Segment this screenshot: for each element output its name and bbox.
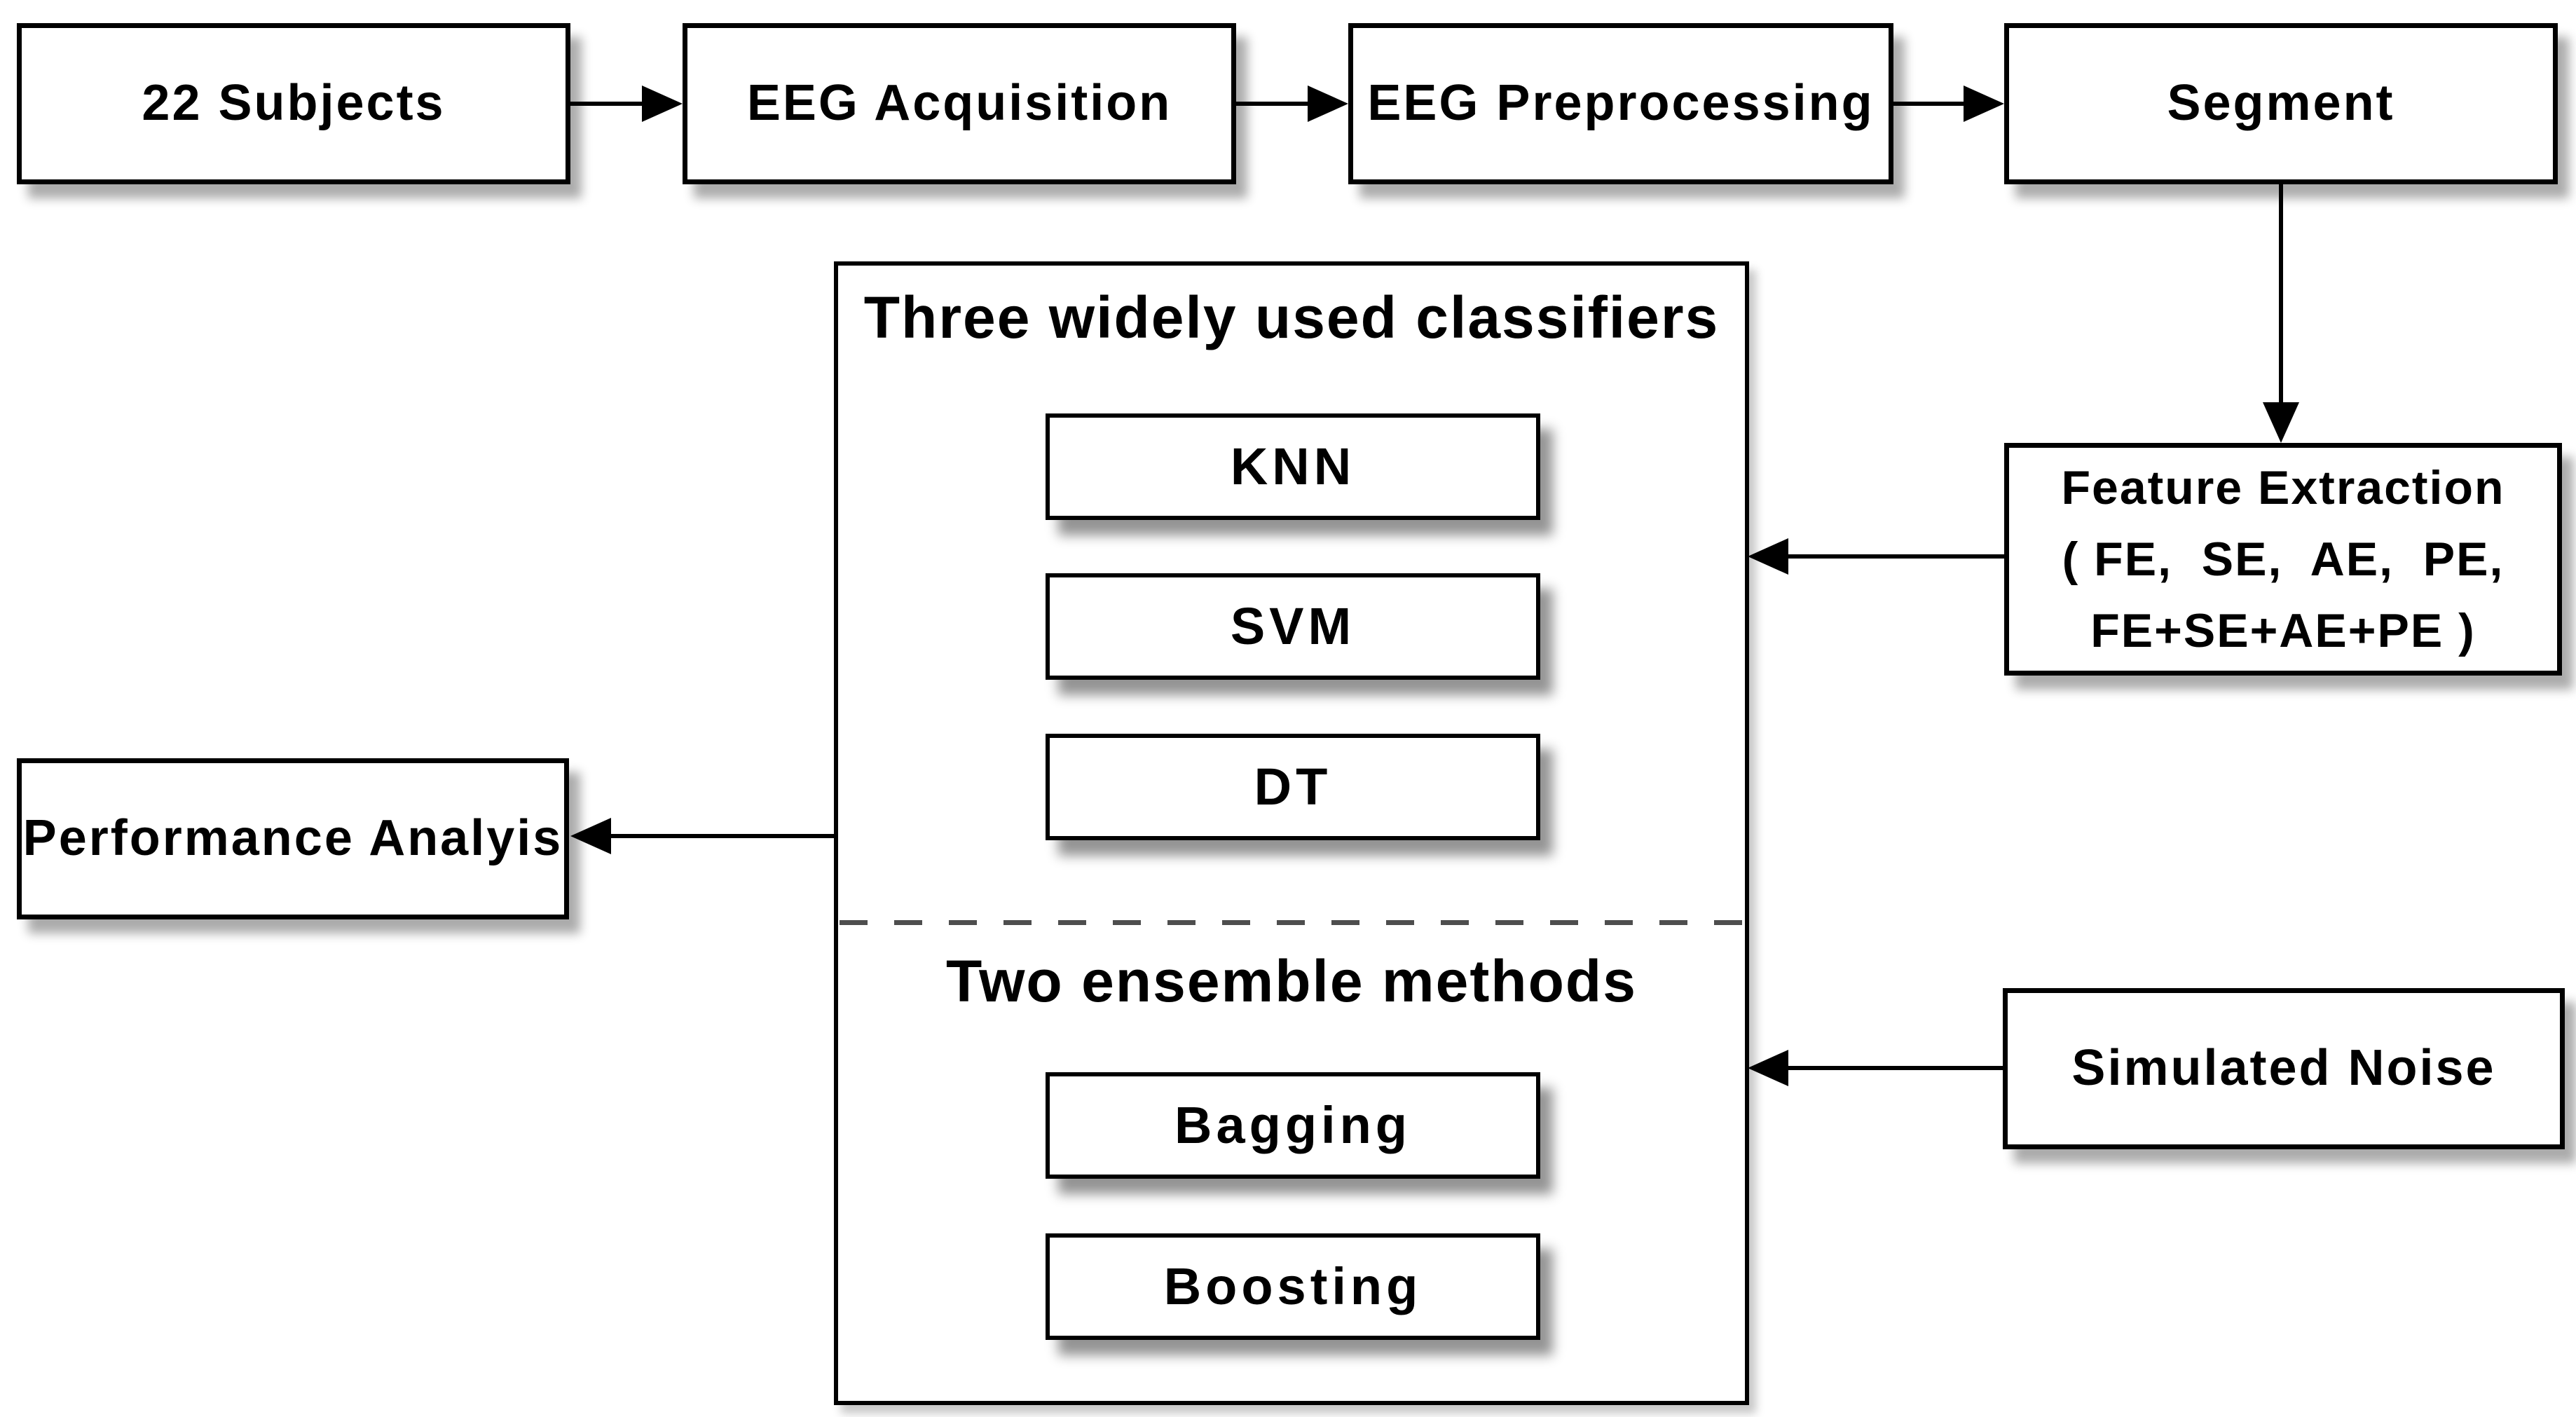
arrow-left-icon <box>1748 1050 1788 1086</box>
node-performance-analysis: Performance Analyis <box>17 758 569 919</box>
arrow-left-icon <box>1748 538 1788 575</box>
node-feature-extraction: Feature Extraction ( FE, SE, AE, PE, FE+… <box>2004 443 2562 676</box>
classifiers-title: Three widely used classifiers <box>863 285 1720 350</box>
node-bagging: Bagging <box>1046 1072 1540 1179</box>
node-eeg-acquisition-label: EEG Acquisition <box>746 75 1172 132</box>
arrow-left-icon <box>570 818 611 854</box>
arrow-simulated-noise-to-group-line <box>1788 1066 2003 1070</box>
node-dt: DT <box>1046 734 1540 840</box>
node-boosting: Boosting <box>1046 1233 1540 1340</box>
node-svm: SVM <box>1046 573 1540 680</box>
arrow-right-icon <box>642 85 683 122</box>
node-22-subjects: 22 Subjects <box>17 23 570 184</box>
node-22-subjects-label: 22 Subjects <box>142 75 446 132</box>
node-eeg-preprocessing: EEG Preprocessing <box>1348 23 1893 184</box>
arrow-group-to-performance-line <box>611 834 834 838</box>
arrow-down-icon <box>2263 402 2299 443</box>
group-section-divider <box>840 920 1743 925</box>
arrow-subjects-to-acquisition-line <box>570 102 643 106</box>
node-knn-label: KNN <box>1230 437 1356 496</box>
node-performance-analysis-label: Performance Analyis <box>22 810 563 867</box>
arrow-preprocessing-to-segment-line <box>1893 102 1965 106</box>
node-eeg-acquisition: EEG Acquisition <box>683 23 1236 184</box>
node-boosting-label: Boosting <box>1163 1257 1423 1316</box>
node-simulated-noise: Simulated Noise <box>2003 988 2565 1149</box>
node-feature-extraction-label: Feature Extraction ( FE, SE, AE, PE, FE+… <box>2061 452 2505 666</box>
arrow-feature-extraction-to-group-line <box>1788 554 2004 559</box>
node-eeg-preprocessing-label: EEG Preprocessing <box>1367 75 1875 132</box>
arrow-right-icon <box>1308 85 1348 122</box>
arrow-acquisition-to-preprocessing-line <box>1236 102 1309 106</box>
arrow-segment-to-feature-extraction-line <box>2279 184 2283 404</box>
feature-extraction-line-3: FE+SE+AE+PE ) <box>2090 604 2476 657</box>
node-knn: KNN <box>1046 413 1540 520</box>
node-segment-label: Segment <box>2167 75 2395 132</box>
node-svm-label: SVM <box>1230 597 1356 656</box>
node-bagging-label: Bagging <box>1174 1096 1411 1155</box>
ensemble-title: Two ensemble methods <box>946 948 1637 1014</box>
feature-extraction-line-2: ( FE, SE, AE, PE, <box>2062 533 2505 586</box>
feature-extraction-line-1: Feature Extraction <box>2061 461 2505 514</box>
node-simulated-noise-label: Simulated Noise <box>2071 1040 2496 1097</box>
node-dt-label: DT <box>1254 758 1332 816</box>
arrow-right-icon <box>1964 85 2004 122</box>
node-segment: Segment <box>2004 23 2558 184</box>
